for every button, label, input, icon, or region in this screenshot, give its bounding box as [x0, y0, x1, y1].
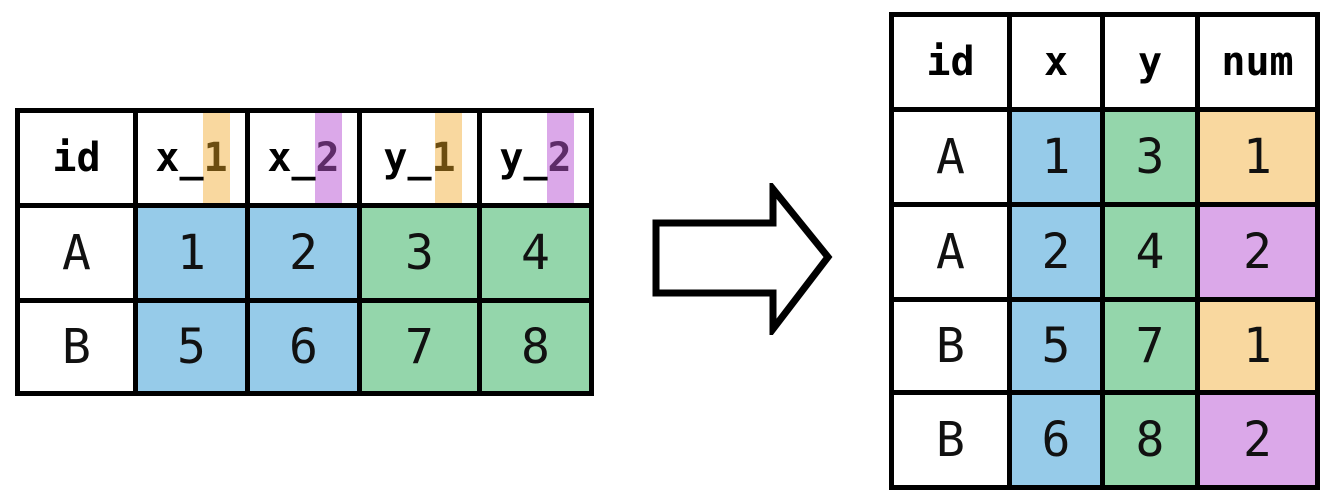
long-cell-x-1: 1 — [1012, 112, 1100, 202]
right-arrow-icon — [652, 183, 833, 335]
long-table: id x y num A 1 3 1 A 2 4 2 B 5 7 1 B 6 8… — [889, 12, 1320, 490]
header-base-text: x_ — [155, 135, 204, 181]
wide-cell-x1-A: 1 — [138, 208, 245, 298]
long-cell-x-3: 5 — [1012, 302, 1100, 390]
header-base-text: x_ — [267, 135, 316, 181]
header-suffix-text: 1 — [431, 135, 456, 181]
long-cell-y-4: 8 — [1105, 395, 1195, 485]
wide-header-y1-label: y_1 — [383, 135, 455, 181]
wide-header-id-label: id — [52, 135, 101, 181]
wide-cell-id-A: A — [20, 208, 133, 298]
long-cell-x-2: 2 — [1012, 207, 1100, 297]
wide-header-y2-label: y_2 — [499, 135, 571, 181]
long-header-y: y — [1105, 17, 1195, 107]
long-cell-num-4: 2 — [1200, 395, 1315, 485]
wide-cell-x2-A: 2 — [250, 208, 357, 298]
header-base-text: y_ — [499, 135, 548, 181]
long-header-x: x — [1012, 17, 1100, 107]
suffix-2-highlight-band — [547, 113, 574, 203]
header-suffix-text: 1 — [203, 135, 228, 181]
wide-header-y2: y_2 — [482, 113, 589, 203]
wide-table: id x_1 x_2 y_1 y_2 A 1 2 3 4 B 5 6 7 8 — [15, 108, 594, 396]
wide-header-x1-label: x_1 — [155, 135, 227, 181]
wide-cell-y2-B: 8 — [482, 303, 589, 391]
long-header-num: num — [1200, 17, 1315, 107]
long-cell-x-4: 6 — [1012, 395, 1100, 485]
long-cell-id-1: A — [894, 112, 1007, 202]
long-cell-id-4: B — [894, 395, 1007, 485]
wide-header-x2: x_2 — [250, 113, 357, 203]
wide-header-x2-label: x_2 — [267, 135, 339, 181]
wide-cell-y1-B: 7 — [362, 303, 477, 391]
long-cell-y-2: 4 — [1105, 207, 1195, 297]
header-suffix-text: 2 — [315, 135, 340, 181]
suffix-1-highlight-band — [435, 113, 462, 203]
wide-header-y1: y_1 — [362, 113, 477, 203]
long-cell-id-2: A — [894, 207, 1007, 297]
long-cell-id-3: B — [894, 302, 1007, 390]
suffix-1-highlight-band — [203, 113, 230, 203]
wide-cell-x1-B: 5 — [138, 303, 245, 391]
wide-header-id: id — [20, 113, 133, 203]
long-header-id: id — [894, 17, 1007, 107]
header-suffix-text: 2 — [547, 135, 572, 181]
suffix-2-highlight-band — [315, 113, 342, 203]
wide-cell-id-B: B — [20, 303, 133, 391]
long-cell-y-1: 3 — [1105, 112, 1195, 202]
long-cell-num-1: 1 — [1200, 112, 1315, 202]
long-cell-y-3: 7 — [1105, 302, 1195, 390]
wide-cell-y1-A: 3 — [362, 208, 477, 298]
wide-header-x1: x_1 — [138, 113, 245, 203]
header-base-text: y_ — [383, 135, 432, 181]
wide-cell-y2-A: 4 — [482, 208, 589, 298]
long-cell-num-2: 2 — [1200, 207, 1315, 297]
long-cell-num-3: 1 — [1200, 302, 1315, 390]
wide-cell-x2-B: 6 — [250, 303, 357, 391]
